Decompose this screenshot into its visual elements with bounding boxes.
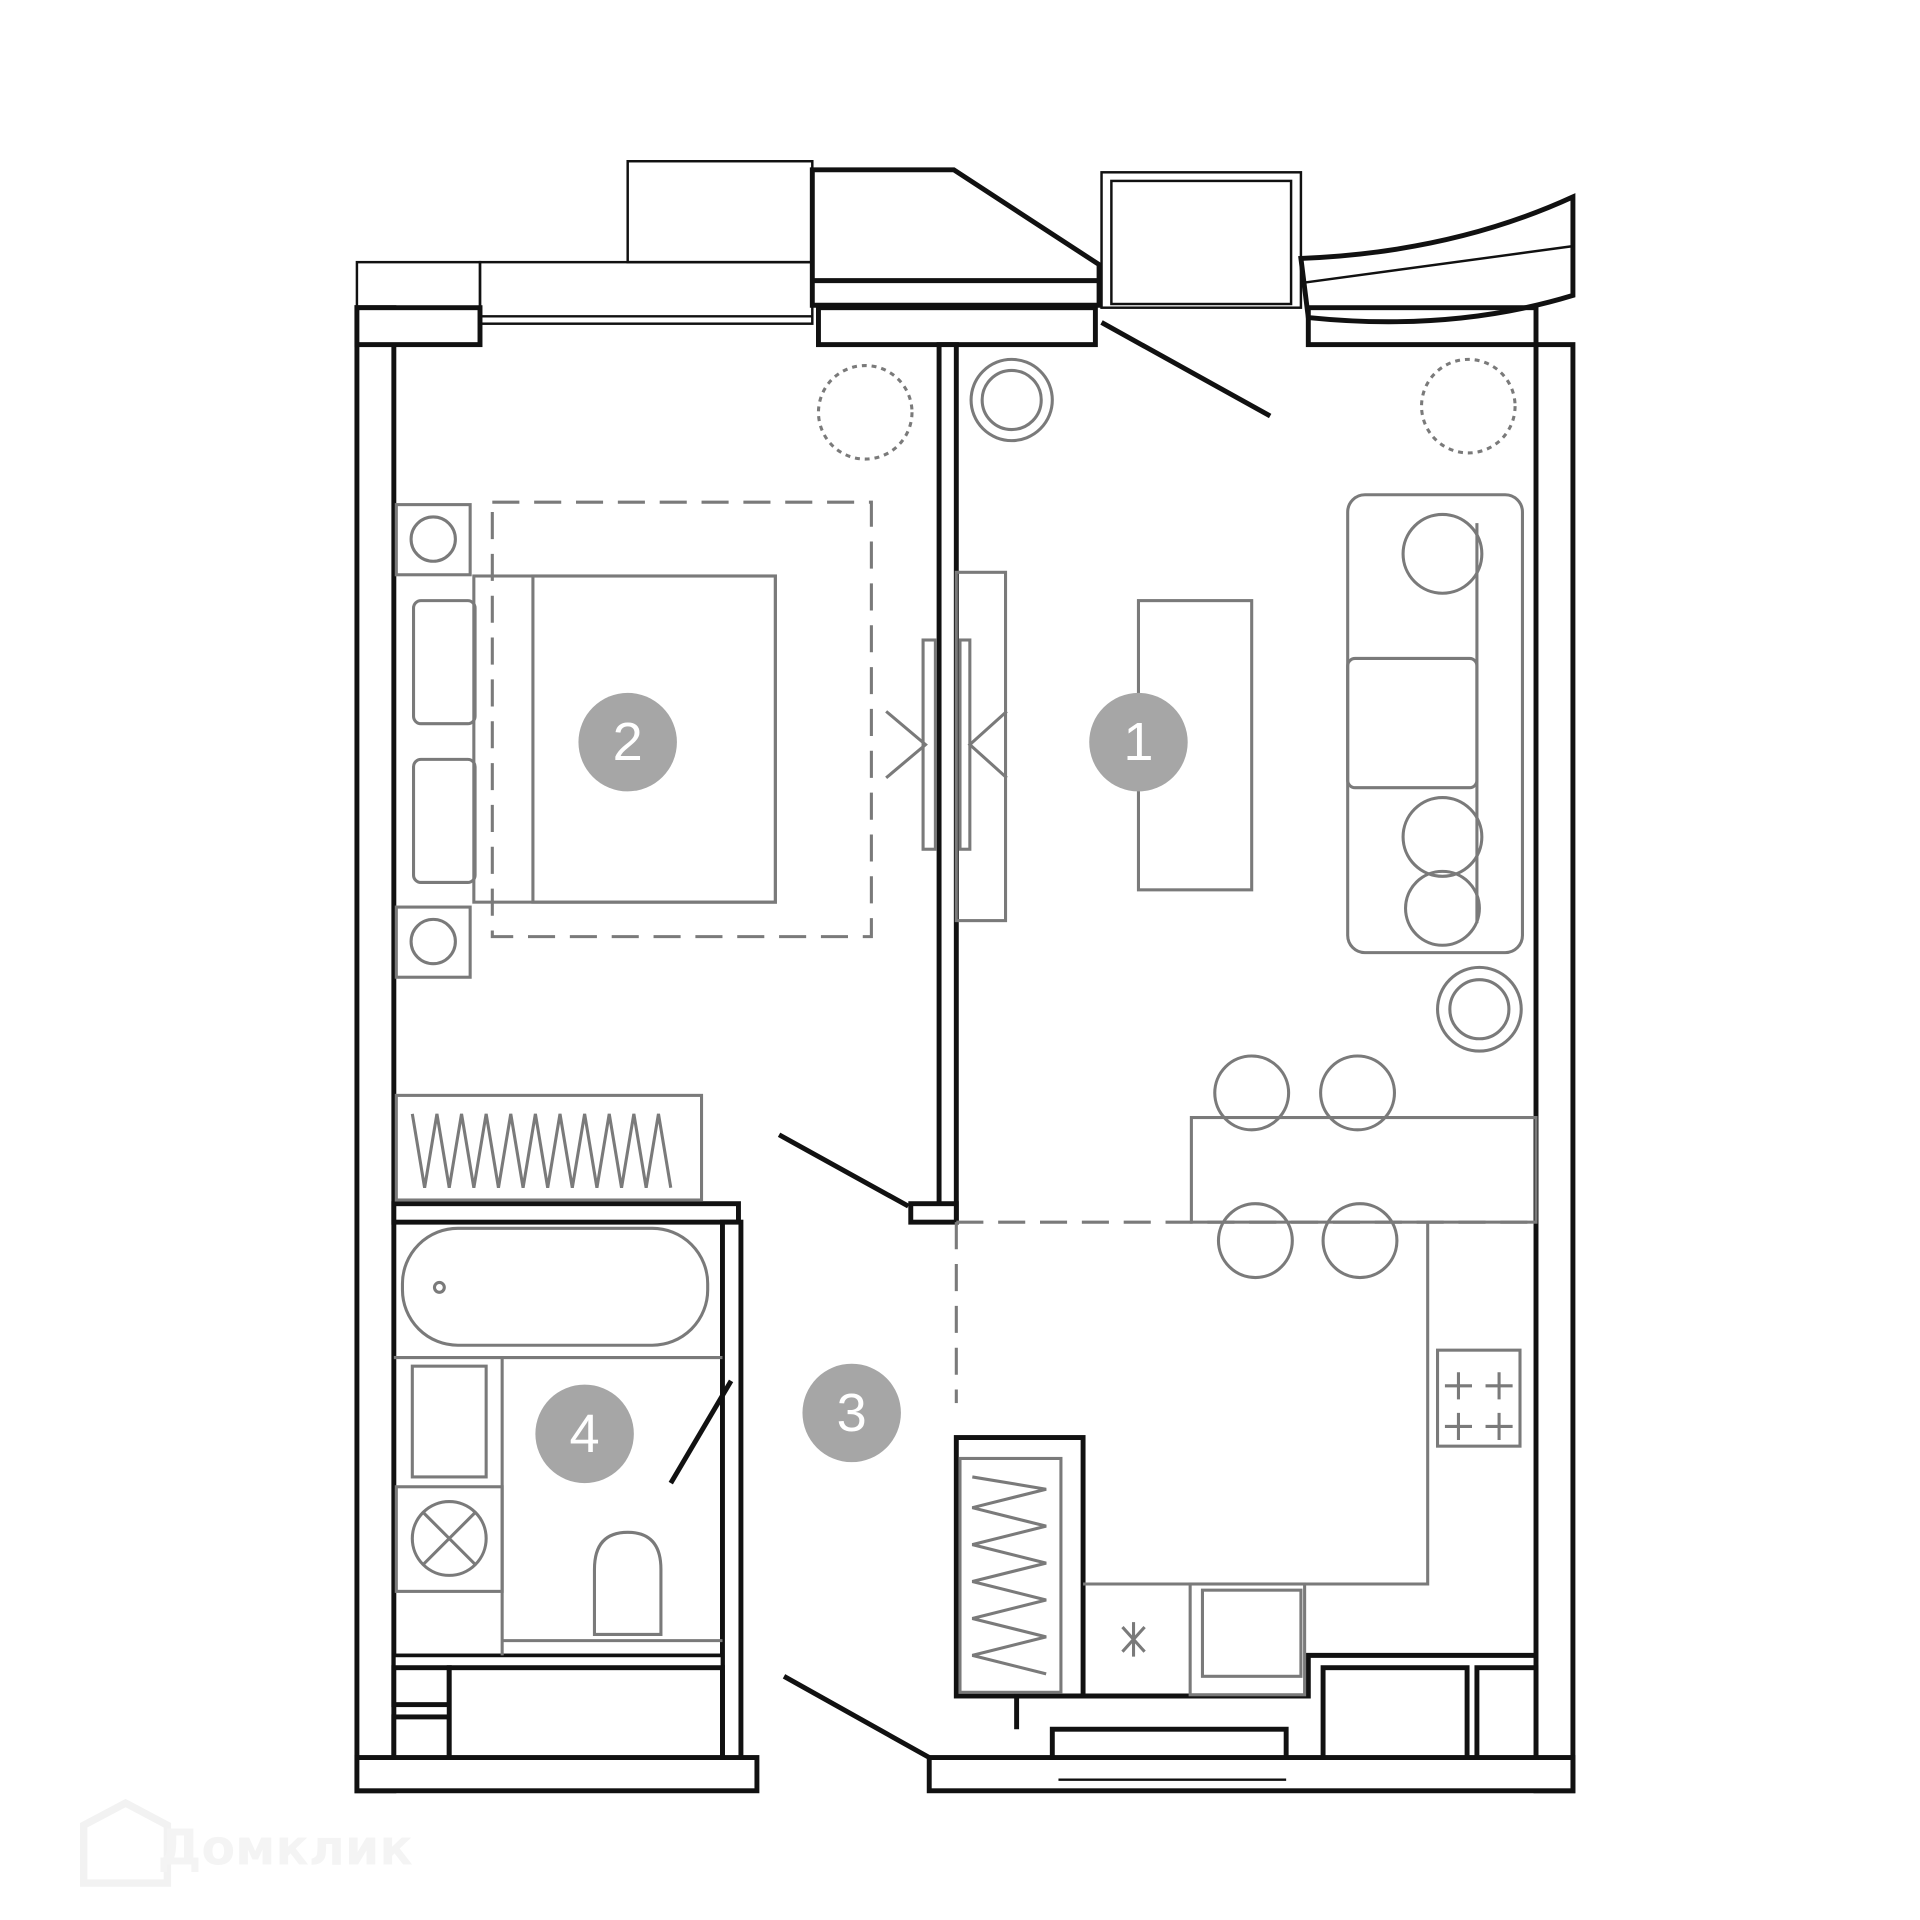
watermark: Домклик <box>80 1798 413 1887</box>
bathroom-door <box>668 1379 734 1485</box>
room-badge-3: 3 <box>802 1363 901 1463</box>
watermark-text: Домклик <box>158 1819 413 1877</box>
bedroom-door <box>777 1132 910 1209</box>
room-number: 2 <box>613 712 643 772</box>
room-badge-2: 2 <box>578 692 677 792</box>
room-number: 4 <box>570 1404 600 1464</box>
room-number: 3 <box>837 1383 867 1443</box>
balcony-door <box>1100 320 1272 419</box>
furniture <box>393 357 1538 1697</box>
room-number: 1 <box>1123 712 1153 772</box>
room-badge-1: 1 <box>1089 692 1188 792</box>
room-badge-4: 4 <box>535 1384 634 1484</box>
internal-walls <box>391 342 1539 1761</box>
entrance-door <box>782 1674 931 1760</box>
windows <box>355 160 1576 1781</box>
